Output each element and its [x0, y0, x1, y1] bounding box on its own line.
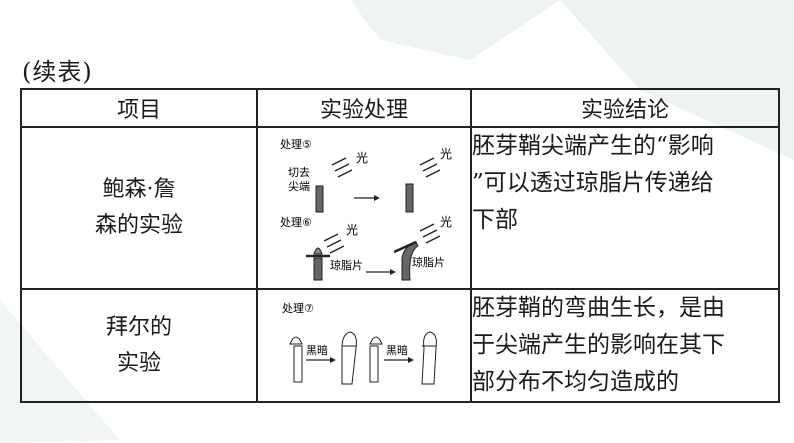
bent-coleoptile-shape — [341, 330, 357, 384]
arrowhead-icon — [374, 195, 380, 201]
figure-label: 黑暗 — [386, 343, 408, 357]
light-arrows-icon — [323, 233, 345, 254]
agar-block-shape — [393, 240, 417, 254]
figure-label: 处理⑥ — [280, 216, 312, 229]
figure-label: 切去 — [288, 166, 310, 179]
experiment-name-cell: 拜尔的 实验 — [20, 288, 258, 403]
procedure-figure-cell: 处理⑦ 黑暗 黑暗 — [256, 288, 472, 403]
figure-label: 处理⑤ — [280, 138, 312, 151]
conclusion-line: ”可以透过琼脂片传递给 — [472, 170, 714, 196]
arrowhead-icon — [390, 269, 396, 275]
experiment-name-line: 鲍森·詹 — [102, 177, 176, 202]
figure-label: 黑暗 — [306, 343, 328, 357]
conclusion-line: 下部 — [472, 207, 518, 233]
conclusion-line: 于尖端产生的影响在其下 — [472, 332, 725, 358]
paal-diagram: 处理⑦ 黑暗 黑暗 — [282, 302, 437, 384]
figure-label: 光 — [440, 147, 452, 161]
light-arrows-icon — [419, 223, 441, 244]
arrowhead-icon — [408, 356, 414, 363]
coleoptile-tip-shape — [313, 247, 323, 255]
coleoptile-shape — [315, 185, 324, 213]
coleoptile-tip-shape — [369, 336, 383, 344]
coleoptile-shape — [313, 257, 323, 281]
experiment-table: 项目 实验处理 实验结论 鲍森·詹 森的实验 处理⑤ 切去 尖端 光 — [20, 88, 780, 403]
boysen-jensen-diagram: 处理⑤ 切去 尖端 光 光 处理⑥ — [280, 138, 452, 281]
arrowhead-icon — [330, 356, 336, 363]
conclusion-cell: 胚芽鞘的弯曲生长，是由 于尖端产生的影响在其下 部分布不均匀造成的 — [470, 288, 780, 403]
conclusion-line: 胚芽鞘尖端产生的“影响 — [472, 133, 714, 159]
table-caption: (续表) — [22, 58, 93, 86]
figure-label: 琼脂片 — [412, 255, 445, 269]
coleoptile-shape — [405, 183, 414, 213]
light-arrows-icon — [419, 157, 441, 178]
header-procedure: 实验处理 — [256, 88, 472, 128]
figure-label: 光 — [440, 215, 452, 229]
conclusion-line: 部分布不均匀造成的 — [472, 369, 679, 395]
experiment-name-line: 拜尔的 — [105, 314, 172, 340]
coleoptile-shape — [369, 345, 379, 382]
header-conclusion: 实验结论 — [470, 88, 780, 128]
bent-coleoptile-shape — [421, 330, 437, 384]
figure-label: 光 — [356, 151, 368, 165]
header-item: 项目 — [20, 88, 258, 128]
experiment-name-line: 实验 — [116, 350, 161, 376]
table-row: 鲍森·詹 森的实验 处理⑤ 切去 尖端 光 — [20, 126, 780, 290]
coleoptile-shape — [293, 345, 303, 382]
conclusion-cell: 胚芽鞘尖端产生的“影响 ”可以透过琼脂片传递给 下部 — [470, 126, 780, 290]
figure-label: 尖端 — [288, 180, 310, 193]
procedure-figure-cell: 处理⑤ 切去 尖端 光 光 处理⑥ — [256, 126, 472, 290]
light-arrows-icon — [331, 157, 353, 178]
experiment-name-cell: 鲍森·詹 森的实验 — [20, 126, 258, 290]
conclusion-line: 胚芽鞘的弯曲生长，是由 — [472, 295, 725, 321]
figure-label: 琼脂片 — [330, 258, 363, 272]
figure-label: 光 — [346, 223, 358, 237]
bent-coleoptile-shape — [401, 241, 419, 281]
coleoptile-tip-shape — [289, 336, 303, 344]
experiment-name-line: 森的实验 — [94, 213, 183, 238]
table-header-row: 项目 实验处理 实验结论 — [20, 88, 780, 128]
figure-label: 处理⑦ — [282, 302, 314, 315]
table-row: 拜尔的 实验 处理⑦ 黑暗 黑暗 — [20, 288, 780, 403]
